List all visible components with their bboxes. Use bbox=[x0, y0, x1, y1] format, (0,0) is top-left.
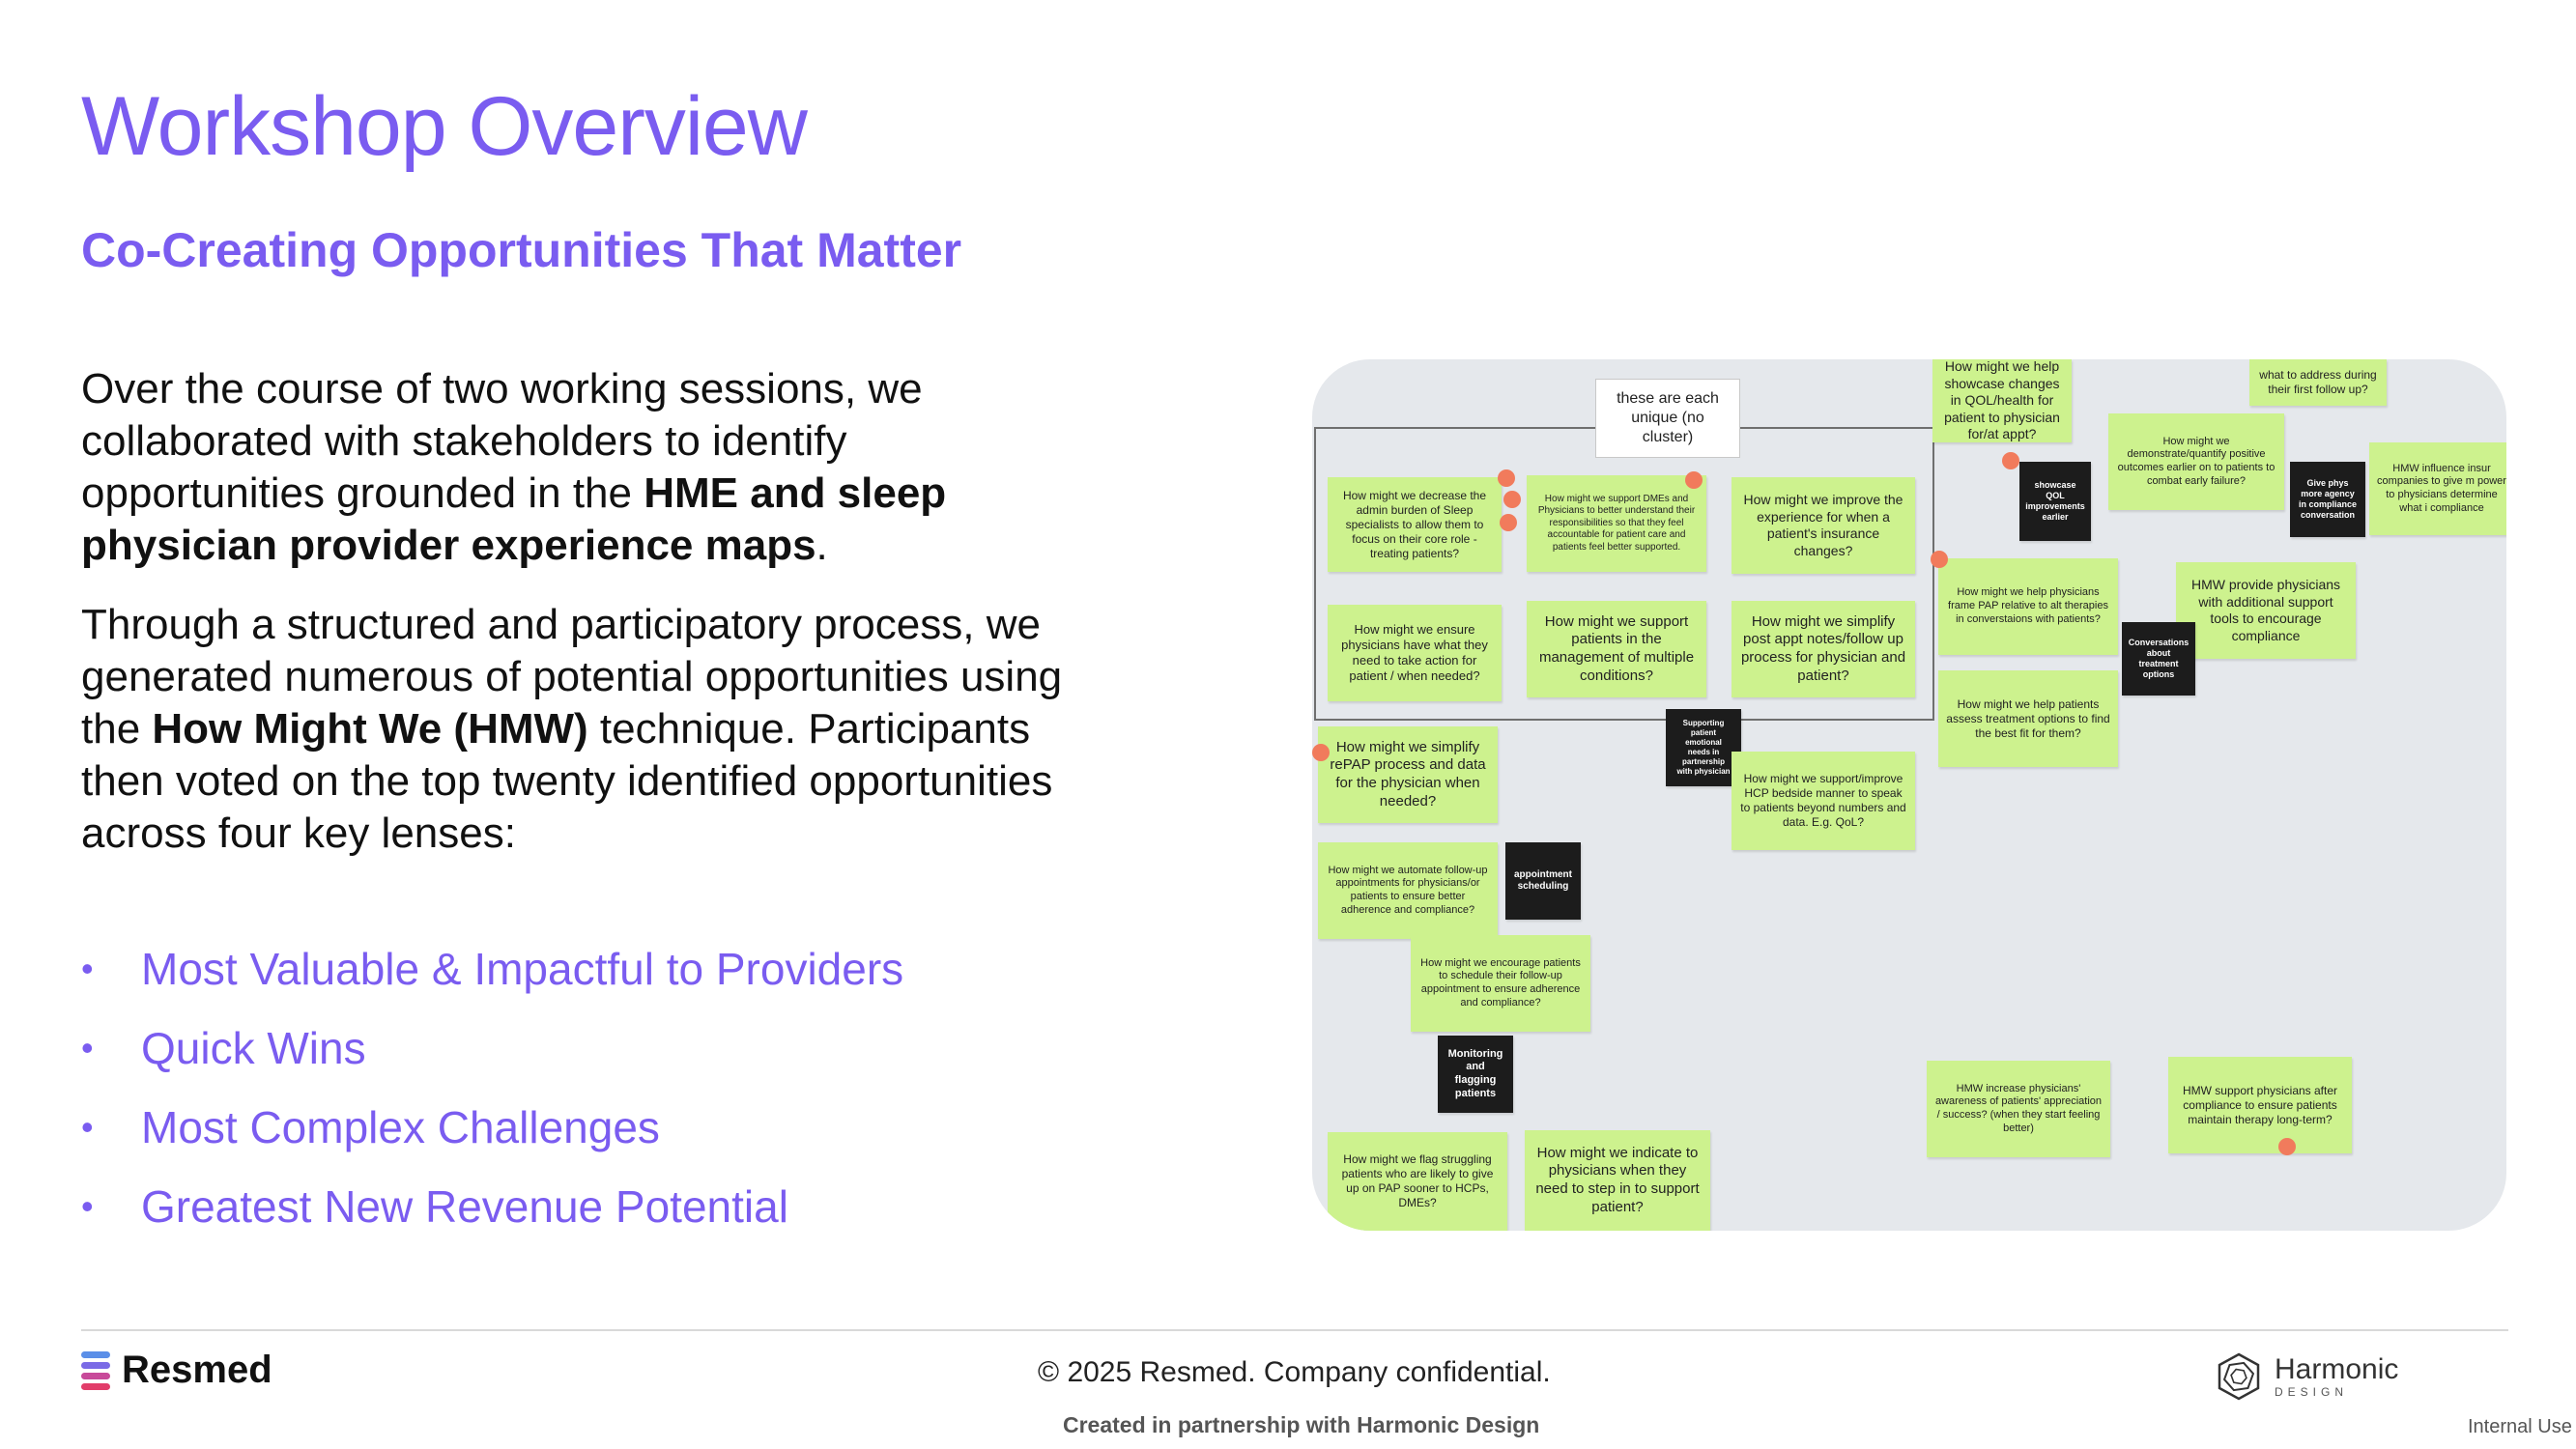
sticky-note: How might we demonstrate/quantify positi… bbox=[2108, 413, 2284, 510]
sticky-note: showcase QOL improvements earlier bbox=[2019, 462, 2091, 541]
vote-dot-icon bbox=[1685, 471, 1703, 489]
bullet-dot-icon: • bbox=[81, 1107, 94, 1147]
vote-dot-icon bbox=[1312, 744, 1330, 761]
footer-divider bbox=[81, 1329, 2508, 1331]
sticky-note: HMW support physicians after compliance … bbox=[2168, 1057, 2352, 1153]
process-bold: How Might We (HMW) bbox=[152, 705, 588, 753]
sticky-note: How might we ensure physicians have what… bbox=[1328, 605, 1502, 701]
intro-text: Over the course of two working sessions,… bbox=[81, 365, 923, 517]
process-text-a: Through a structured and participatory p… bbox=[81, 601, 1063, 753]
lens-item: • Greatest New Revenue Potential bbox=[81, 1167, 1096, 1246]
sticky-note: Give phys more agency in compliance conv… bbox=[2290, 462, 2365, 537]
sticky-note: How might we help physicians frame PAP r… bbox=[1938, 558, 2118, 655]
sticky-note: How might we automate follow-up appointm… bbox=[1318, 842, 1498, 939]
intro-paragraph: Over the course of two working sessions,… bbox=[81, 363, 1096, 572]
intro-end: . bbox=[816, 522, 828, 569]
sticky-note: HMW provide physicians with additional s… bbox=[2176, 562, 2356, 659]
sticky-note: Supporting patient emotional needs in pa… bbox=[1666, 709, 1741, 786]
resmed-logo-icon bbox=[81, 1350, 110, 1392]
harmonic-logo-icon bbox=[2218, 1352, 2260, 1401]
lens-label: Most Complex Challenges bbox=[141, 1102, 660, 1152]
sticky-note: appointment scheduling bbox=[1505, 842, 1581, 920]
sticky-note: How might we help showcase changes in QO… bbox=[1932, 359, 2072, 442]
sticky-note: Conversations about treatment options bbox=[2122, 622, 2195, 696]
sticky-note: HMW influence insur companies to give m … bbox=[2369, 442, 2506, 535]
internal-use-label: Internal Use bbox=[2468, 1416, 2572, 1437]
intro-bold: HME and sleep physician provider experie… bbox=[81, 469, 947, 569]
lens-list: •Most Valuable & Impactful to Providers … bbox=[81, 929, 1096, 1246]
lens-label: Most Valuable & Impactful to Providers bbox=[141, 944, 904, 994]
lens-item: • Most Complex Challenges bbox=[81, 1088, 1096, 1167]
sticky-note: How might we improve the experience for … bbox=[1732, 477, 1915, 574]
vote-dot-icon bbox=[2278, 1138, 2296, 1155]
vote-dot-icon bbox=[1931, 551, 1948, 568]
lens-label: Greatest New Revenue Potential bbox=[141, 1181, 788, 1232]
bullet-dot-icon: • bbox=[81, 949, 94, 988]
sticky-note: How might we simplify rePAP process and … bbox=[1318, 726, 1498, 823]
sticky-note: How might we simplify post appt notes/fo… bbox=[1732, 601, 1915, 697]
lens-item: • Quick Wins bbox=[81, 1009, 1096, 1088]
sticky-note: How might we support/improve HCP bedside… bbox=[1732, 752, 1915, 850]
sticky-note: these are each unique (no cluster) bbox=[1595, 379, 1740, 458]
resmed-logo: Resmed bbox=[81, 1349, 272, 1392]
lens-item: • Most Valuable & Impactful to Providers bbox=[81, 929, 1096, 1009]
sticky-note: How might we support patients in the man… bbox=[1527, 601, 1706, 697]
copyright-text: © 2025 Resmed. Company confidential. bbox=[1038, 1356, 1551, 1388]
lens-label: Quick Wins bbox=[141, 1023, 366, 1073]
harmonic-sub: DESIGN bbox=[2275, 1385, 2349, 1399]
bullet-dot-icon: • bbox=[81, 1186, 94, 1226]
vote-dot-icon bbox=[1500, 514, 1517, 531]
vote-dot-icon bbox=[2002, 452, 2019, 469]
sticky-note: what to address during their first follo… bbox=[2249, 359, 2387, 406]
harmonic-design-logo: Harmonic DESIGN bbox=[2213, 1350, 2398, 1403]
sticky-note: How might we decrease the admin burden o… bbox=[1328, 477, 1502, 572]
vote-dot-icon bbox=[1503, 491, 1521, 508]
sticky-note: Monitoring and flagging patients bbox=[1438, 1036, 1513, 1113]
harmonic-name: Harmonic bbox=[2275, 1353, 2399, 1385]
page-title: Workshop Overview bbox=[81, 80, 808, 173]
process-paragraph: Through a structured and participatory p… bbox=[81, 599, 1096, 860]
sticky-note: How might we help patients assess treatm… bbox=[1938, 670, 2118, 767]
vote-dot-icon bbox=[1498, 469, 1515, 487]
page-subtitle: Co-Creating Opportunities That Matter bbox=[81, 223, 962, 277]
sticky-note: How might we support DMEs and Physicians… bbox=[1527, 475, 1706, 572]
process-text-b: technique. Participants then voted on th… bbox=[81, 705, 1053, 857]
partner-credit: Created in partnership with Harmonic Des… bbox=[1063, 1412, 1540, 1437]
resmed-logo-text: Resmed bbox=[122, 1349, 272, 1391]
workshop-board-image: these are each unique (no cluster) How m… bbox=[1312, 359, 2506, 1231]
sticky-note: How might we indicate to physicians when… bbox=[1525, 1130, 1710, 1231]
sticky-note: HMW increase physicians' awareness of pa… bbox=[1927, 1061, 2110, 1157]
sticky-note: How might we encourage patients to sched… bbox=[1411, 935, 1590, 1032]
bullet-dot-icon: • bbox=[81, 1028, 94, 1067]
sticky-note: How might we flag struggling patients wh… bbox=[1328, 1132, 1507, 1231]
